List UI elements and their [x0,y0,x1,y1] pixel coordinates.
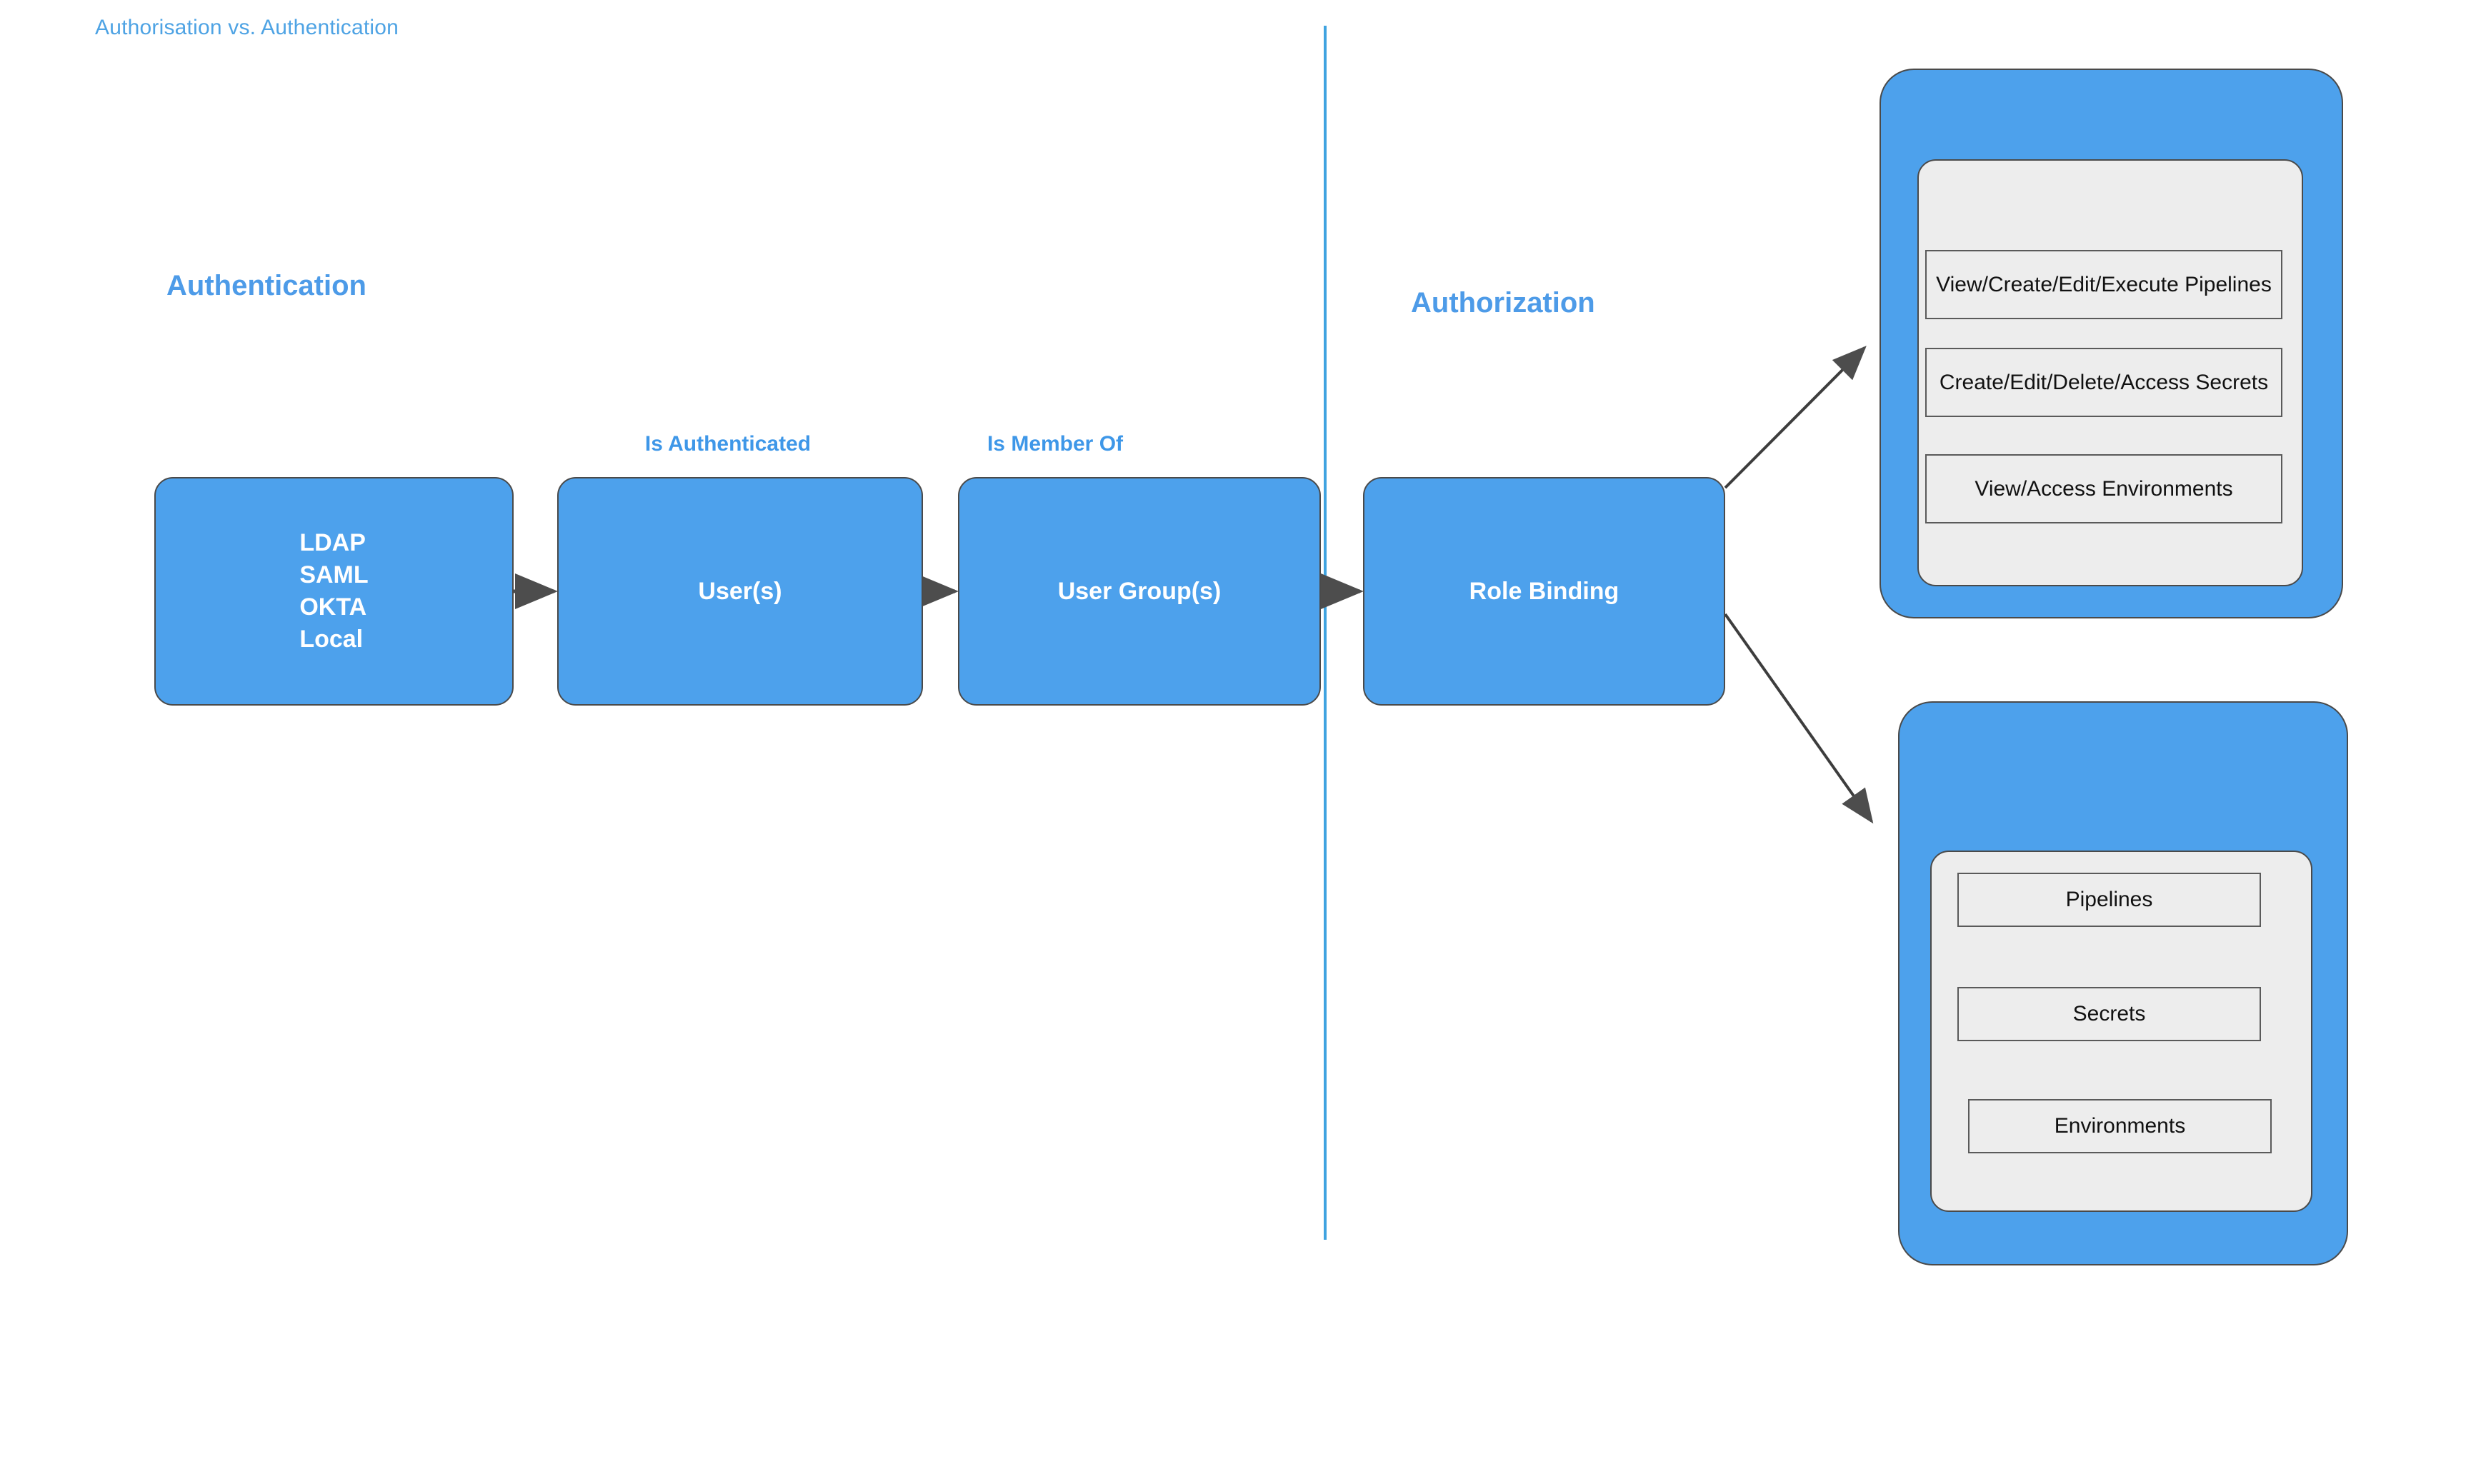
authorization-heading: Authorization [1411,287,1595,319]
identity-provider-ldap: LDAP [299,529,366,557]
permission-item[interactable]: View/Access Environments [1925,454,2282,523]
identity-provider-list: LDAP SAML OKTA Local [299,527,368,656]
identity-provider-local: Local [299,625,364,653]
resource-item[interactable]: Secrets [1957,987,2261,1041]
identity-provider-saml: SAML [299,561,369,589]
node-users[interactable]: User(s) [557,477,923,706]
authentication-heading: Authentication [166,270,366,301]
permission-item[interactable]: View/Create/Edit/Execute Pipelines [1925,250,2282,319]
node-user-groups[interactable]: User Group(s) [958,477,1321,706]
section-divider [1324,26,1327,1240]
node-role-binding[interactable]: Role Binding [1363,477,1725,706]
resource-item[interactable]: Environments [1968,1099,2272,1153]
panel-resource-groups-title: Resource Group(s) [2013,1456,2233,1483]
node-identity-providers[interactable]: LDAP SAML OKTA Local [154,477,514,706]
node-role-binding-label: Role Binding [1469,577,1619,605]
edge-label-is-member-of: Is Member Of [987,432,1124,456]
node-user-groups-label: User Group(s) [1057,577,1222,605]
resource-item[interactable]: Pipelines [1957,873,2261,927]
diagram-canvas: Authorisation vs. Authentication Authent… [95,16,2348,1265]
node-users-label: User(s) [698,577,782,605]
identity-provider-okta: OKTA [299,593,367,621]
page-title: Authorisation vs. Authentication [95,16,399,39]
edge-label-is-authenticated: Is Authenticated [644,432,812,456]
permission-item[interactable]: Create/Edit/Delete/Access Secrets [1925,348,2282,417]
